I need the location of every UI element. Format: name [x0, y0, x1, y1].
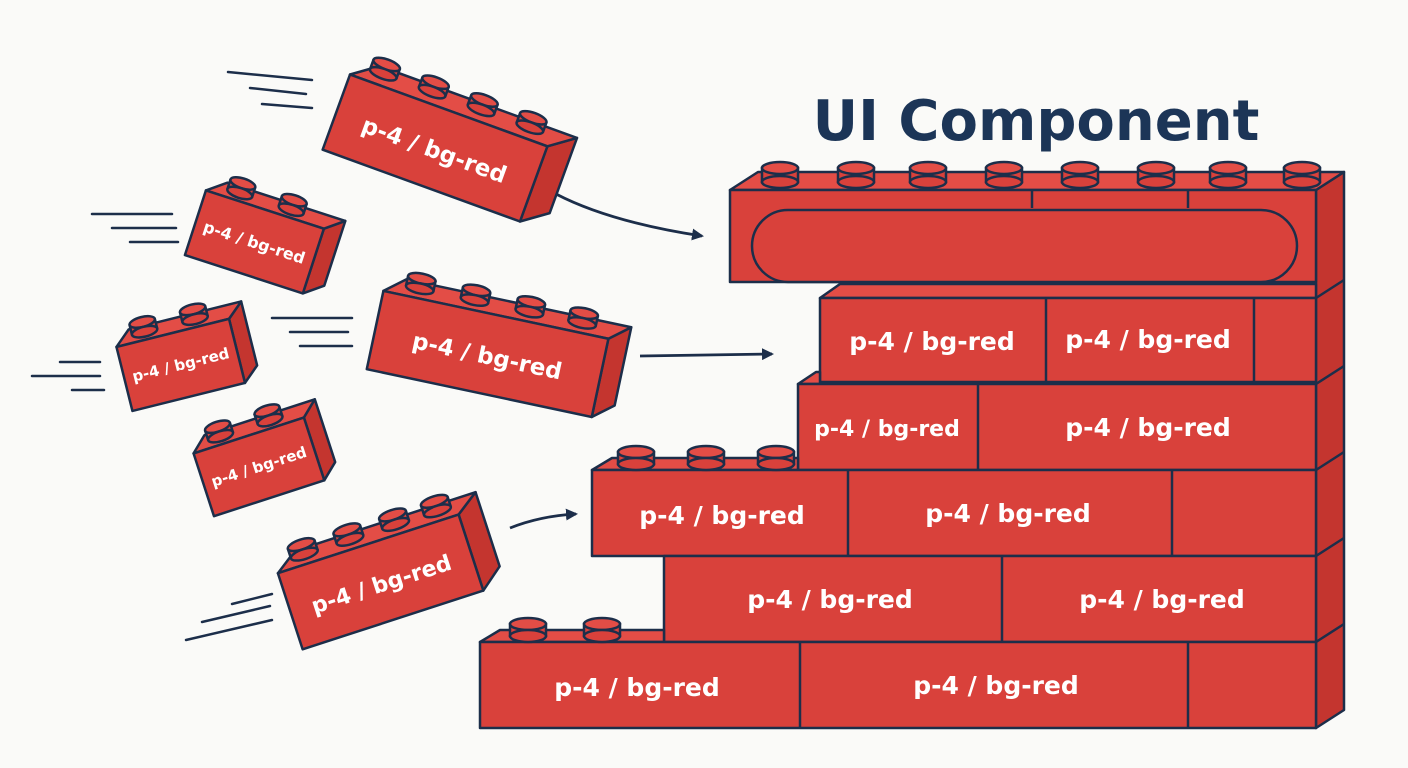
stud [466, 92, 499, 118]
stud [419, 493, 453, 519]
stud [515, 109, 548, 136]
wall-brick-label: p-4 / bg-red [1065, 325, 1231, 354]
wall-side-face [1314, 170, 1346, 730]
motion-lines-icon [30, 70, 354, 642]
stud [459, 283, 492, 308]
top-cap-brick-top-face [728, 170, 1346, 192]
stud [1208, 160, 1248, 190]
wall-brick-label: p-4 / bg-red [554, 673, 720, 702]
stud [1282, 160, 1322, 190]
stud [404, 271, 437, 296]
wall-brick-label: p-4 / bg-red [1079, 585, 1245, 614]
wall-row-3 [590, 468, 1318, 558]
stud [332, 522, 365, 547]
wall-row-2 [796, 382, 1318, 472]
stud [984, 160, 1024, 190]
wall-row-5 [478, 640, 1318, 730]
stud [128, 314, 159, 339]
wall-row-4 [662, 554, 1318, 644]
wall-brick-label: p-4 / bg-red [913, 671, 1079, 700]
wall-row-1 [818, 296, 1318, 384]
stud [368, 56, 402, 82]
pill-slot [750, 208, 1299, 284]
arrow-bottom [509, 508, 578, 530]
wall-brick-label: p-4 / bg-red [849, 327, 1015, 356]
wall-studs [508, 160, 1322, 644]
arrow-top [555, 192, 704, 241]
wall-brick-label: p-4 / bg-red [747, 585, 913, 614]
wall-brick-label: p-4 / bg-red [639, 501, 805, 530]
stud [686, 444, 726, 472]
stud [908, 160, 948, 190]
stud [377, 507, 411, 533]
stud [417, 74, 451, 100]
stud [616, 444, 656, 472]
diagram-title: UI Component [813, 89, 1260, 154]
stud [582, 616, 622, 644]
wall-labels: p-4 / bg-red p-4 / bg-red p-4 / bg-red p… [554, 325, 1245, 702]
stud [567, 306, 600, 330]
flying-brick-bottom: p-4 / bg-red [276, 490, 501, 651]
wall-brick-label: p-4 / bg-red [1065, 413, 1231, 442]
stud [1060, 160, 1100, 190]
stud [1136, 160, 1176, 190]
wall-brick-label: p-4 / bg-red [925, 499, 1091, 528]
stud [253, 403, 284, 428]
stud [178, 302, 209, 327]
stud [203, 419, 235, 444]
arrow-middle [639, 348, 774, 361]
wall-brick-label: p-4 / bg-red [814, 417, 960, 442]
stud [514, 294, 547, 319]
stud [226, 176, 257, 201]
stud [756, 444, 796, 472]
arrow-right-icon [509, 192, 774, 530]
flying-brick-middle: p-4 / bg-red [365, 271, 633, 419]
stud [508, 616, 548, 644]
stud [286, 536, 319, 562]
stud [760, 160, 800, 190]
flying-brick-small-3: p-4 / bg-red [192, 398, 337, 518]
flying-brick-small-1: p-4 / bg-red [183, 176, 347, 295]
brick-wall [478, 170, 1346, 730]
flying-brick-top: p-4 / bg-red [321, 56, 579, 223]
stud [277, 192, 308, 218]
stud [836, 160, 876, 190]
flying-brick-small-2: p-4 / bg-red [115, 300, 259, 413]
